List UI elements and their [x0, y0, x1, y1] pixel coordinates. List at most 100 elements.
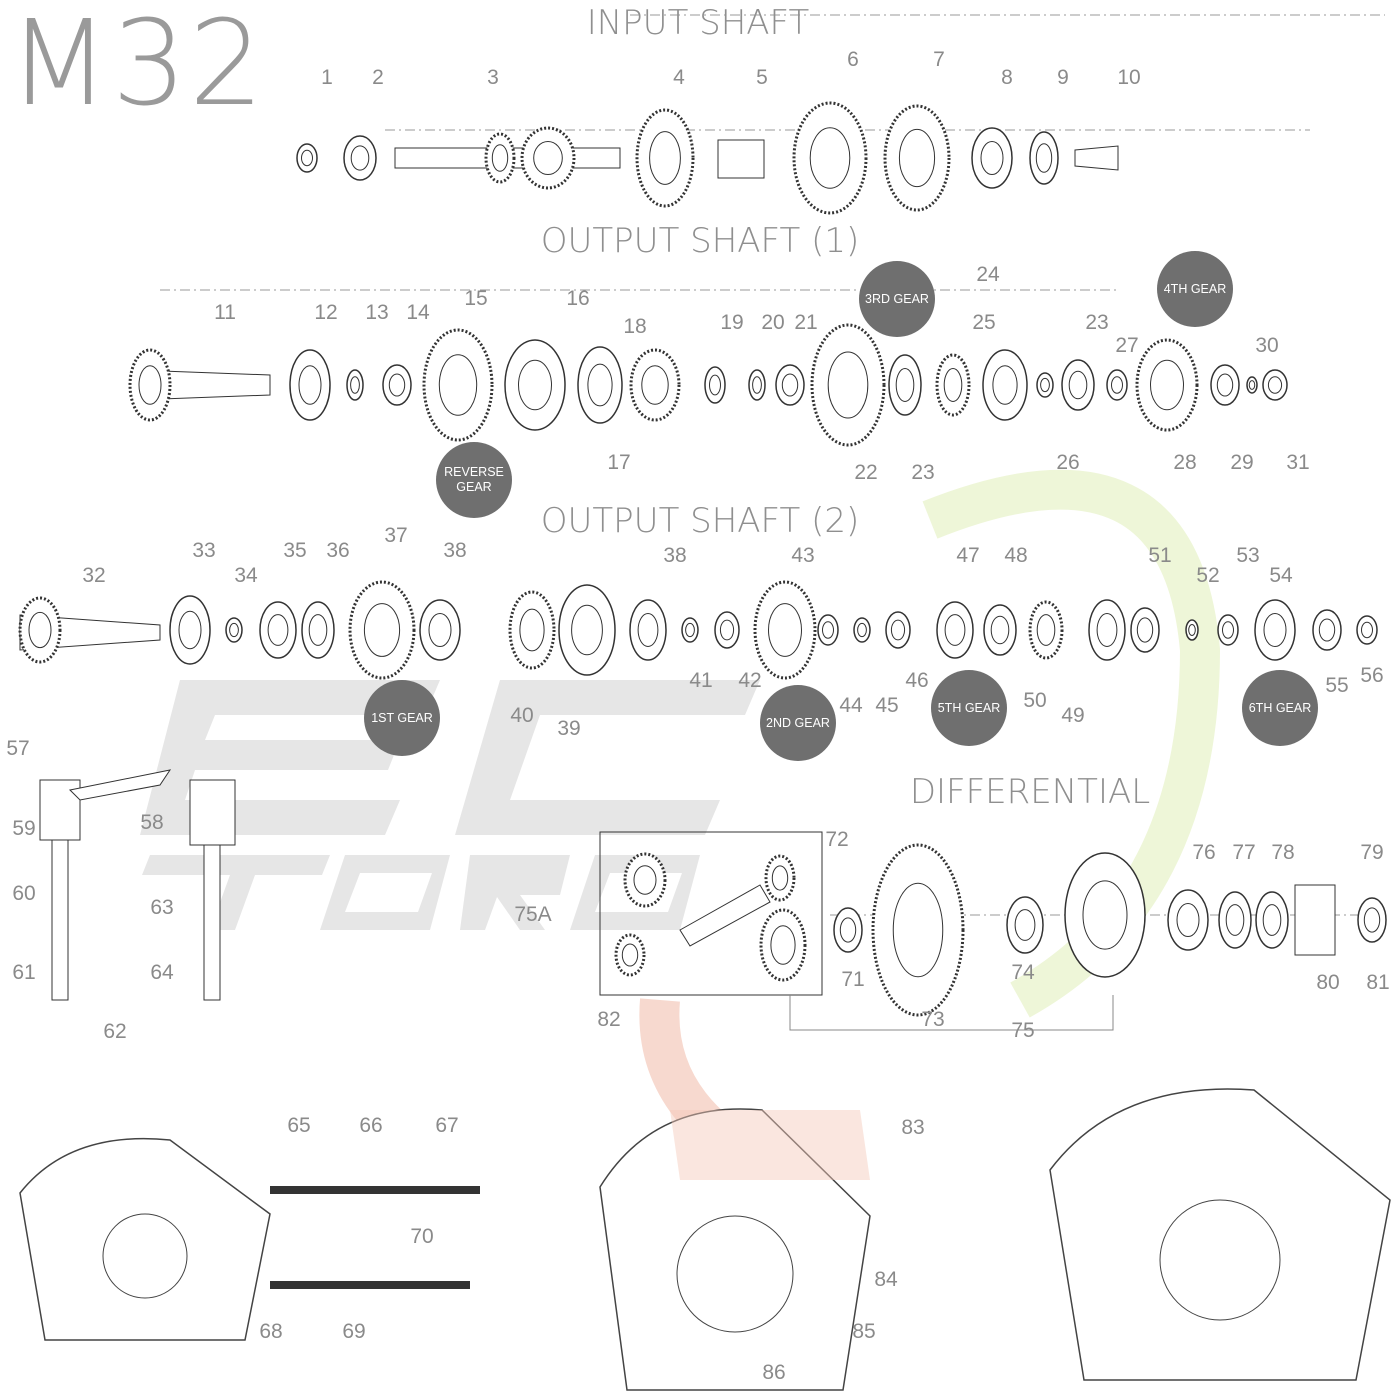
part-number-label[interactable]: 29 — [1230, 451, 1254, 474]
part-number-label[interactable]: 47 — [956, 544, 980, 567]
part-number-label[interactable]: 79 — [1360, 841, 1384, 864]
part-number-label[interactable]: 45 — [875, 694, 899, 717]
part-number-label[interactable]: 42 — [738, 669, 762, 692]
part-number-label[interactable]: 52 — [1196, 564, 1220, 587]
part-number-label[interactable]: 38 — [443, 539, 467, 562]
part-number-label[interactable]: 85 — [852, 1320, 876, 1343]
part-number-label[interactable]: 71 — [841, 968, 865, 991]
part-number-label[interactable]: 3 — [487, 66, 499, 89]
part-number-label[interactable]: 68 — [259, 1320, 283, 1343]
part-number-label[interactable]: 16 — [566, 287, 590, 310]
gear-part — [888, 354, 922, 416]
part-number-label[interactable]: 24 — [976, 263, 1000, 286]
part-number-label[interactable]: 73 — [921, 1008, 945, 1031]
part-number-label[interactable]: 83 — [901, 1116, 925, 1139]
part-number-label[interactable]: 13 — [365, 301, 389, 324]
part-number-label[interactable]: 51 — [1148, 544, 1172, 567]
part-number-label[interactable]: 22 — [854, 461, 878, 484]
gear-part — [983, 604, 1017, 656]
gear-part — [971, 127, 1013, 189]
part-number-label[interactable]: 9 — [1057, 66, 1069, 89]
part-number-label[interactable]: 56 — [1360, 664, 1384, 687]
part-number-label[interactable]: 59 — [12, 817, 36, 840]
part-number-label[interactable]: 44 — [839, 694, 863, 717]
part-number-label[interactable]: 70 — [410, 1225, 434, 1248]
part-number-label[interactable]: 53 — [1236, 544, 1260, 567]
part-number-label[interactable]: 8 — [1001, 66, 1013, 89]
part-number-label[interactable]: 48 — [1004, 544, 1028, 567]
part-number-label[interactable]: 17 — [607, 451, 631, 474]
part-number-label[interactable]: 31 — [1286, 451, 1310, 474]
part-number-label[interactable]: 12 — [314, 301, 338, 324]
part-number-label[interactable]: 64 — [150, 961, 174, 984]
part-number-label[interactable]: 33 — [192, 539, 216, 562]
gear-bore — [822, 621, 834, 639]
part-number-label[interactable]: 26 — [1056, 451, 1080, 474]
part-number-label[interactable]: 10 — [1117, 66, 1141, 89]
part-number-label[interactable]: 32 — [82, 564, 106, 587]
part-number-label[interactable]: 66 — [359, 1114, 383, 1137]
part-number-label[interactable]: 40 — [510, 704, 534, 727]
part-number-label[interactable]: 21 — [794, 311, 818, 334]
part-number-label[interactable]: 18 — [623, 315, 647, 338]
part-number-label[interactable]: 36 — [326, 539, 350, 562]
part-number-label[interactable]: 4 — [673, 66, 685, 89]
part-number-label[interactable]: 15 — [464, 287, 488, 310]
gear-badge: 1ST GEAR — [364, 680, 440, 756]
part-number-label[interactable]: 80 — [1316, 971, 1340, 994]
part-number-label[interactable]: 74 — [1011, 961, 1035, 984]
part-number-label[interactable]: 54 — [1269, 564, 1293, 587]
part-number-label[interactable]: 50 — [1023, 689, 1047, 712]
part-number-label[interactable]: 35 — [283, 539, 307, 562]
part-number-label[interactable]: 82 — [597, 1008, 621, 1031]
part-number-label[interactable]: 63 — [150, 896, 174, 919]
part-number-label[interactable]: 23 — [1085, 311, 1109, 334]
part-number-label[interactable]: 14 — [406, 301, 430, 324]
part-number-label[interactable]: 55 — [1325, 674, 1349, 697]
gear-part — [1167, 889, 1209, 951]
part-number-label[interactable]: 76 — [1192, 841, 1216, 864]
part-number-label[interactable]: 58 — [140, 811, 164, 834]
part-number-label[interactable]: 19 — [720, 311, 744, 334]
part-number-label[interactable]: 57 — [6, 737, 30, 760]
part-number-label[interactable]: 49 — [1061, 704, 1085, 727]
part-number-label[interactable]: 28 — [1173, 451, 1197, 474]
gear-bore — [1150, 359, 1184, 411]
part-number-label[interactable]: 2 — [372, 66, 384, 89]
part-number-label[interactable]: 86 — [762, 1361, 786, 1384]
part-number-label[interactable]: 34 — [234, 564, 258, 587]
part-number-label[interactable]: 20 — [761, 311, 785, 334]
gear-bore — [1036, 614, 1056, 646]
part-number-label[interactable]: 38 — [663, 544, 687, 567]
part-number-label[interactable]: 61 — [12, 961, 36, 984]
part-number-label[interactable]: 72 — [825, 828, 849, 851]
part-number-label[interactable]: 27 — [1115, 334, 1139, 357]
part-number-label[interactable]: 5 — [756, 66, 768, 89]
gear-part — [1064, 852, 1146, 978]
part-number-label[interactable]: 23 — [911, 461, 935, 484]
part-number-label[interactable]: 7 — [933, 48, 945, 71]
part-number-label[interactable]: 69 — [342, 1320, 366, 1343]
part-number-label[interactable]: 81 — [1366, 971, 1390, 994]
part-number-label[interactable]: 46 — [905, 669, 929, 692]
part-number-label[interactable]: 11 — [214, 301, 236, 324]
part-number-label[interactable]: 78 — [1271, 841, 1295, 864]
part-number-label[interactable]: 1 — [321, 66, 333, 89]
part-number-label[interactable]: 62 — [103, 1020, 127, 1043]
part-number-label[interactable]: 6 — [847, 48, 859, 71]
part-number-label[interactable]: 67 — [435, 1114, 459, 1137]
part-number-label[interactable]: 37 — [384, 524, 408, 547]
part-number-label[interactable]: 75A — [514, 903, 552, 926]
gear-bore — [388, 373, 406, 397]
part-number-label[interactable]: 65 — [287, 1114, 311, 1137]
part-number-label[interactable]: 77 — [1232, 841, 1256, 864]
part-number-label[interactable]: 84 — [874, 1268, 898, 1291]
part-number-label[interactable]: 30 — [1255, 334, 1279, 357]
part-number-label[interactable]: 39 — [557, 717, 581, 740]
part-number-label[interactable]: 25 — [972, 311, 996, 334]
part-number-label[interactable]: 60 — [12, 882, 36, 905]
part-number-label[interactable]: 75 — [1011, 1019, 1035, 1042]
gear-bore — [649, 131, 681, 185]
part-number-label[interactable]: 41 — [689, 669, 713, 692]
part-number-label[interactable]: 43 — [791, 544, 815, 567]
